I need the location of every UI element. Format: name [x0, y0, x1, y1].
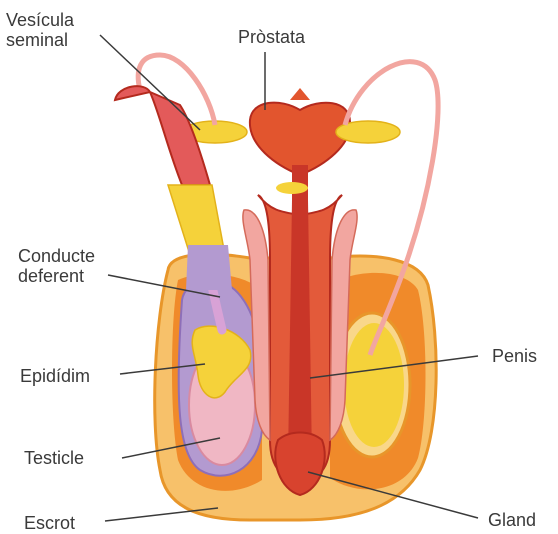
vas-deferens-tube-purple	[186, 245, 232, 290]
small-gland	[276, 182, 308, 194]
label-vesicula-seminal: Vesícula seminal	[6, 10, 74, 50]
label-epididim: Epidídim	[20, 366, 90, 386]
leader-vesicula	[100, 35, 200, 130]
label-gland: Gland	[488, 510, 536, 530]
label-prostata: Pròstata	[238, 27, 305, 47]
label-conducte-deferent: Conducte deferent	[18, 246, 95, 286]
label-escrot: Escrot	[24, 513, 75, 533]
label-penis: Penis	[492, 346, 537, 366]
vas-deferens-tube-lower	[168, 185, 225, 255]
urethra-core	[288, 200, 312, 471]
prostate	[250, 103, 350, 175]
prostate-tip	[290, 88, 310, 100]
label-testicle: Testicle	[24, 448, 84, 468]
